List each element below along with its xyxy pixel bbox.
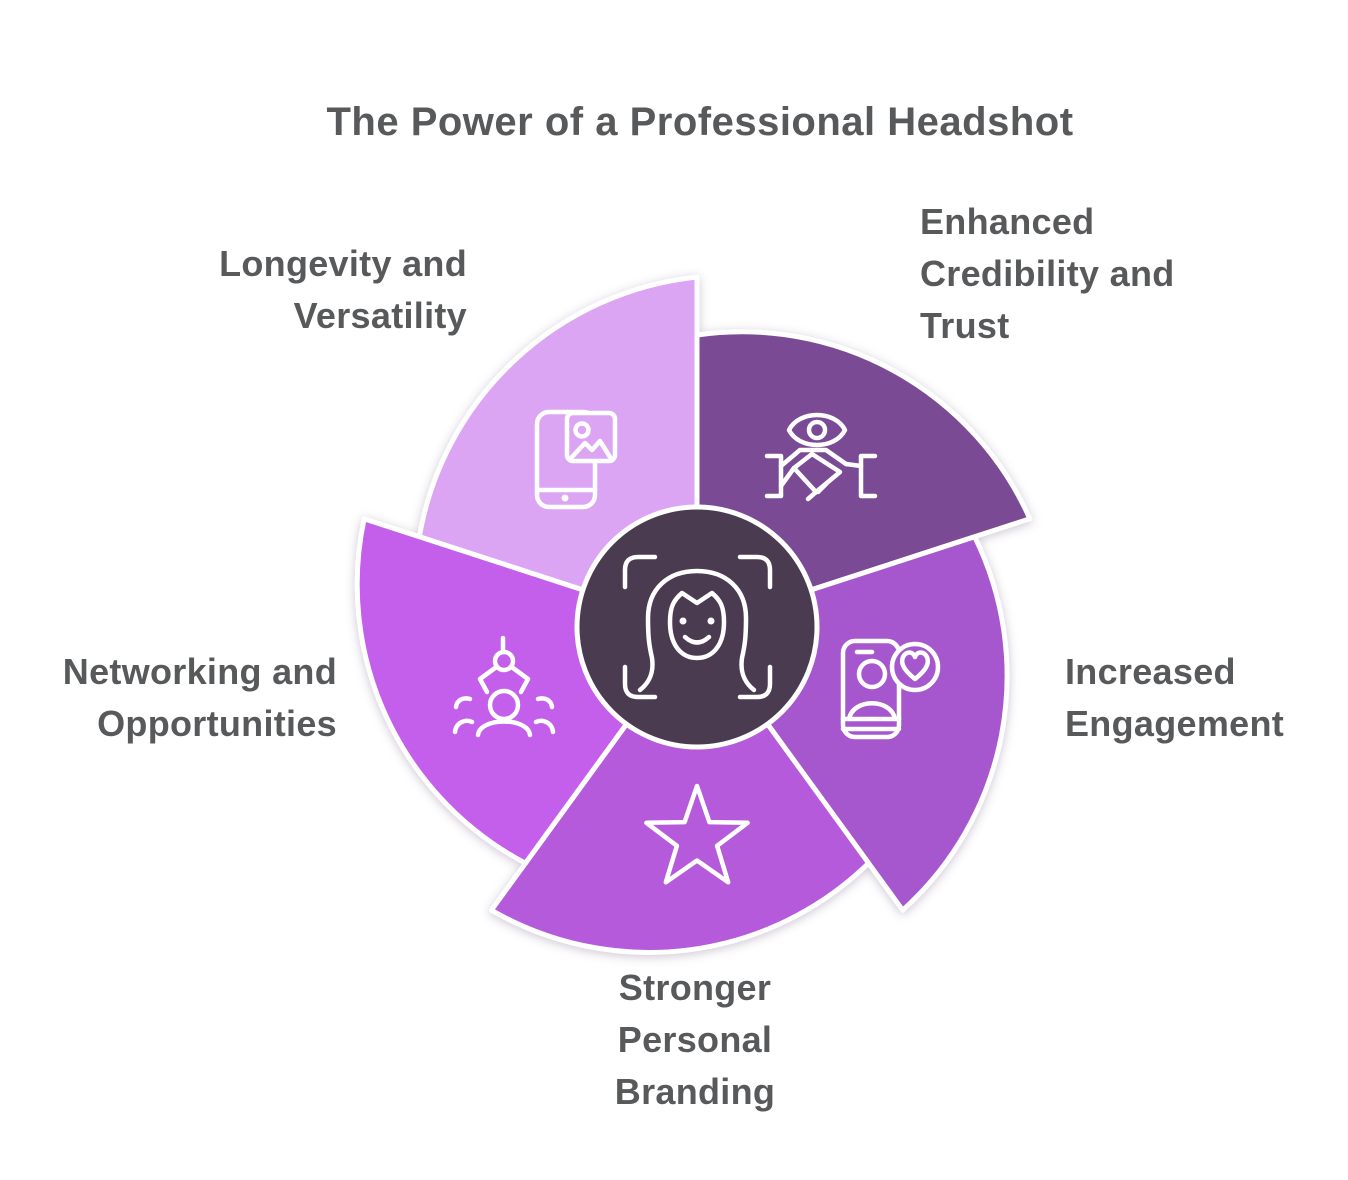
label-line: Personal — [617, 1019, 773, 1060]
eye-handshake-icon — [764, 412, 878, 502]
label-enhanced-credibility-trust: Enhanced Credibility and Trust — [920, 196, 1175, 352]
label-line: Branding — [614, 1071, 776, 1112]
label-line: Versatility — [293, 295, 467, 336]
label-stronger-personal-branding: Stronger Personal Branding — [495, 962, 895, 1118]
label-line: Longevity and — [219, 243, 467, 284]
label-line: Enhanced — [920, 201, 1095, 242]
label-line: Credibility and — [920, 253, 1175, 294]
label-line: Stronger — [618, 967, 772, 1008]
label-increased-engagement: Increased Engagement — [1065, 646, 1284, 750]
blade-stronger-personal-branding — [488, 624, 872, 955]
phone-heart-icon — [840, 638, 941, 740]
label-line: Networking and — [62, 651, 337, 692]
page-title: The Power of a Professional Headshot — [326, 100, 1074, 144]
label-networking-opportunities: Networking and Opportunities — [63, 646, 337, 750]
face-scan-icon — [622, 554, 773, 700]
diagram-center — [574, 504, 820, 750]
label-line: Engagement — [1065, 703, 1285, 744]
center-circle — [574, 504, 820, 750]
label-line: Increased — [1065, 651, 1236, 692]
smartphone-photo-icon — [534, 409, 618, 510]
label-longevity-versatility: Longevity and Versatility — [219, 238, 467, 342]
people-claw-icon — [452, 635, 556, 738]
label-line: Trust — [920, 305, 1010, 346]
star-icon — [644, 783, 750, 885]
label-line: Opportunities — [97, 703, 337, 744]
